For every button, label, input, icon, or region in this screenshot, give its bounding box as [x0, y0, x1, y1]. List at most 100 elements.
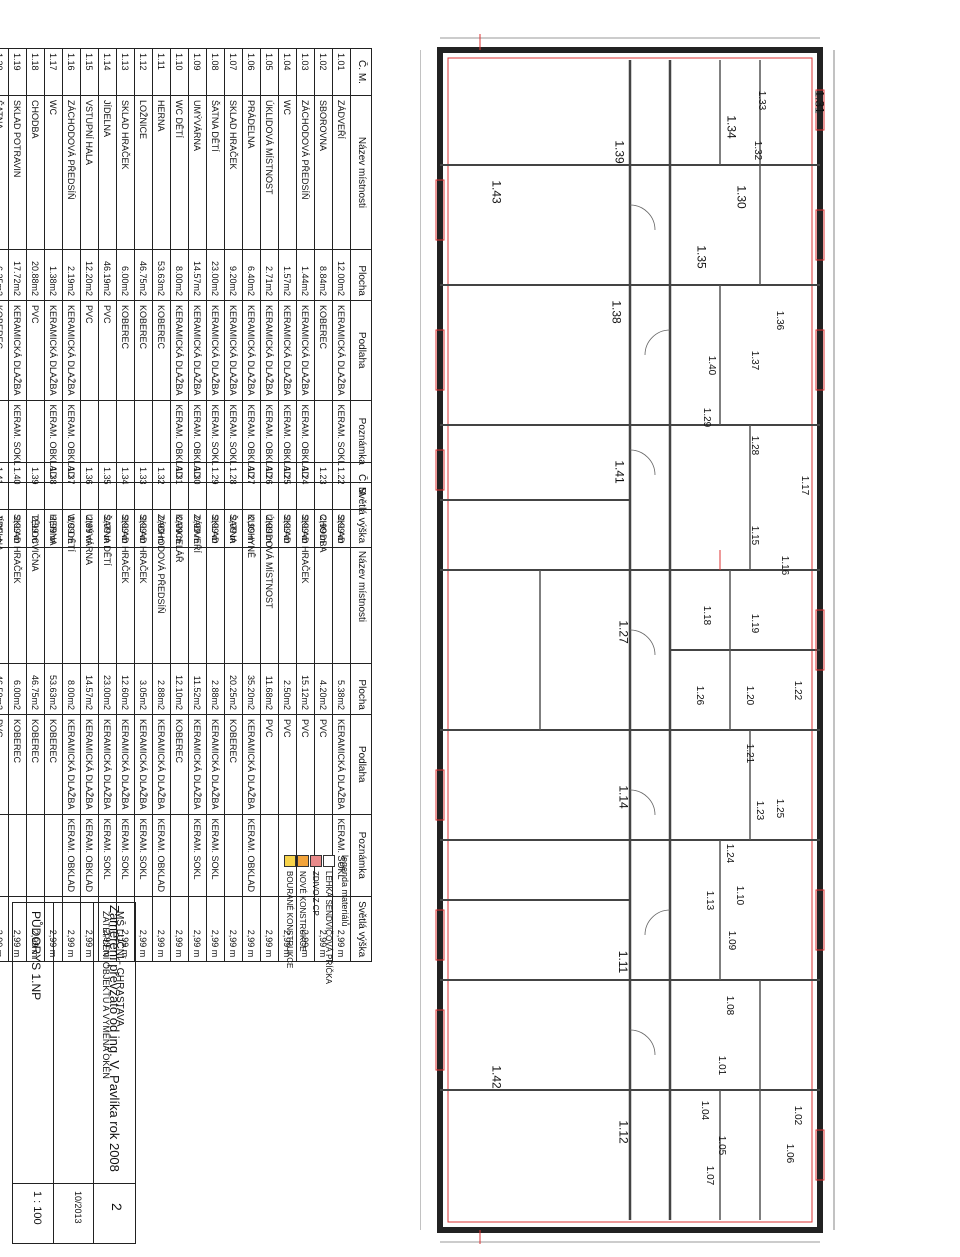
drawing-scale: 1 : 100	[31, 1191, 43, 1225]
room-floor: KOBEREC	[116, 300, 135, 401]
room-number: 1.36	[80, 462, 99, 510]
plan-room-label: 1.19	[749, 613, 761, 634]
room-height: 2,99 m	[260, 896, 279, 962]
room-number: 1.07	[224, 48, 243, 96]
plan-room-label: 1.30	[734, 185, 749, 209]
plan-room-label: 1.06	[784, 1143, 796, 1164]
plan-room-label: 1.17	[799, 475, 811, 496]
room-note: KERAM. SOKL	[206, 814, 225, 897]
room-area: 1.38m2	[44, 249, 63, 301]
plan-room-label: 1.32	[752, 140, 764, 161]
room-number: 1.25	[278, 462, 297, 510]
room-name: ZÁDVEŘÍ	[188, 509, 207, 664]
room-floor: KERAMICKÁ DLAŽBA	[278, 300, 297, 401]
room-name: ZÁCHODOVÁ PŘEDSÍŇ	[296, 95, 315, 250]
room-area: 14.57m2	[80, 663, 99, 715]
room-area: 20.25m2	[224, 663, 243, 715]
room-area: 46.50m2	[0, 663, 9, 715]
header-c-m: Č. M.	[350, 48, 372, 96]
room-floor: KERAMICKÁ DLAŽBA	[206, 300, 225, 401]
room-number: 1.09	[188, 48, 207, 96]
room-number: 1.39	[26, 462, 45, 510]
room-note: KERAM. OBKLAD	[80, 814, 99, 897]
room-area: 2.88m2	[152, 663, 171, 715]
room-floor: KERAMICKÁ DLAŽBA	[170, 300, 189, 401]
sheet-number: 2	[109, 1203, 125, 1211]
room-number: 1.13	[116, 48, 135, 96]
room-area: 8.84m2	[314, 249, 333, 301]
room-name: SKLAD HRAČEK	[134, 509, 153, 664]
room-floor: KOBEREC	[170, 714, 189, 815]
room-name: ÚKLIDOVÁ MÍSTNOST	[260, 509, 279, 664]
plan-room-label: 1.39	[612, 140, 627, 164]
room-name: SKLAD HRAČEK	[8, 509, 27, 664]
legend-label: ZDIVO Z CP	[311, 871, 320, 916]
room-floor: KERAMICKÁ DLAŽBA	[8, 300, 27, 401]
room-note: KERAM. SOKL	[116, 814, 135, 897]
plan-room-label: 1.16	[779, 555, 791, 576]
room-note: KERAM. OBKLAD	[152, 814, 171, 897]
room-floor: KERAMICKÁ DLAŽBA	[44, 300, 63, 401]
room-floor: KERAMICKÁ DLAŽBA	[260, 300, 279, 401]
room-name: SKLAD HRAČEK	[224, 95, 243, 250]
room-name: LOŽNICE	[134, 95, 153, 250]
plan-room-label: 1.13	[704, 890, 716, 911]
room-number: 1.14	[98, 48, 117, 96]
room-number: 1.05	[260, 48, 279, 96]
room-name: ŠATNA DĚTÍ	[98, 509, 117, 664]
plan-room-label: 1.02	[792, 1105, 804, 1126]
room-note	[224, 814, 243, 897]
plan-room-label: 1.21	[744, 743, 756, 764]
room-name: TĚLOCVIČNA	[26, 509, 45, 664]
title-block: MŠ LUČNÍ - CHRASTAVA ZATEPLENÍ OBJEKTU A…	[12, 902, 136, 1244]
room-height: 2,99 m	[152, 896, 171, 962]
plan-room-label: 1.18	[701, 605, 713, 626]
room-name: SKLAD HRAČEK	[116, 509, 135, 664]
header-name: Název místnosti	[350, 509, 372, 664]
room-number: 1.22	[332, 462, 351, 510]
room-number: 1.08	[206, 48, 225, 96]
room-name: WC DĚTÍ	[170, 95, 189, 250]
room-name: JÍDELNA	[98, 95, 117, 250]
room-name: WC	[44, 95, 63, 250]
room-note	[260, 814, 279, 897]
header-c-m: Č. M.	[350, 462, 372, 510]
room-floor: KERAMICKÁ DLAŽBA	[188, 300, 207, 401]
room-height: 2,99 m	[134, 896, 153, 962]
room-floor: KERAMICKÁ DLAŽBA	[98, 714, 117, 815]
plan-room-label: 1.20	[744, 685, 756, 706]
insulation-line	[447, 57, 813, 1223]
legend-swatch	[297, 855, 309, 867]
room-floor: KOBEREC	[8, 714, 27, 815]
room-number: 1.10	[170, 48, 189, 96]
room-area: 6.40m2	[242, 249, 261, 301]
plan-room-label: 1.14	[616, 785, 631, 809]
room-area: 1.57m2	[278, 249, 297, 301]
room-floor: KERAMICKÁ DLAŽBA	[134, 714, 153, 815]
room-number: 1.34	[116, 462, 135, 510]
plan-room-label: 1.12	[616, 1120, 631, 1144]
plan-room-label: 1.10	[734, 885, 746, 906]
room-area: 20.88m2	[26, 249, 45, 301]
plan-room-label: 1.01	[716, 1055, 728, 1076]
room-name: ŠATNA	[0, 95, 9, 250]
room-area: 8.00m2	[62, 663, 81, 715]
room-name: ZÁDVEŘÍ	[332, 95, 351, 250]
room-area: 1.44m2	[296, 249, 315, 301]
room-area: 12.20m2	[80, 249, 99, 301]
room-floor: KERAMICKÁ DLAŽBA	[80, 714, 99, 815]
room-number: 1.12	[134, 48, 153, 96]
room-floor: KERAMICKÁ DLAŽBA	[332, 300, 351, 401]
plan-room-label: 1.28	[749, 435, 761, 456]
legend-swatch	[323, 855, 335, 867]
room-floor: KERAMICKÁ DLAŽBA	[62, 714, 81, 815]
room-number: 1.15	[80, 48, 99, 96]
room-note: KERAM. SOKL	[98, 814, 117, 897]
room-number: 1.17	[44, 48, 63, 96]
